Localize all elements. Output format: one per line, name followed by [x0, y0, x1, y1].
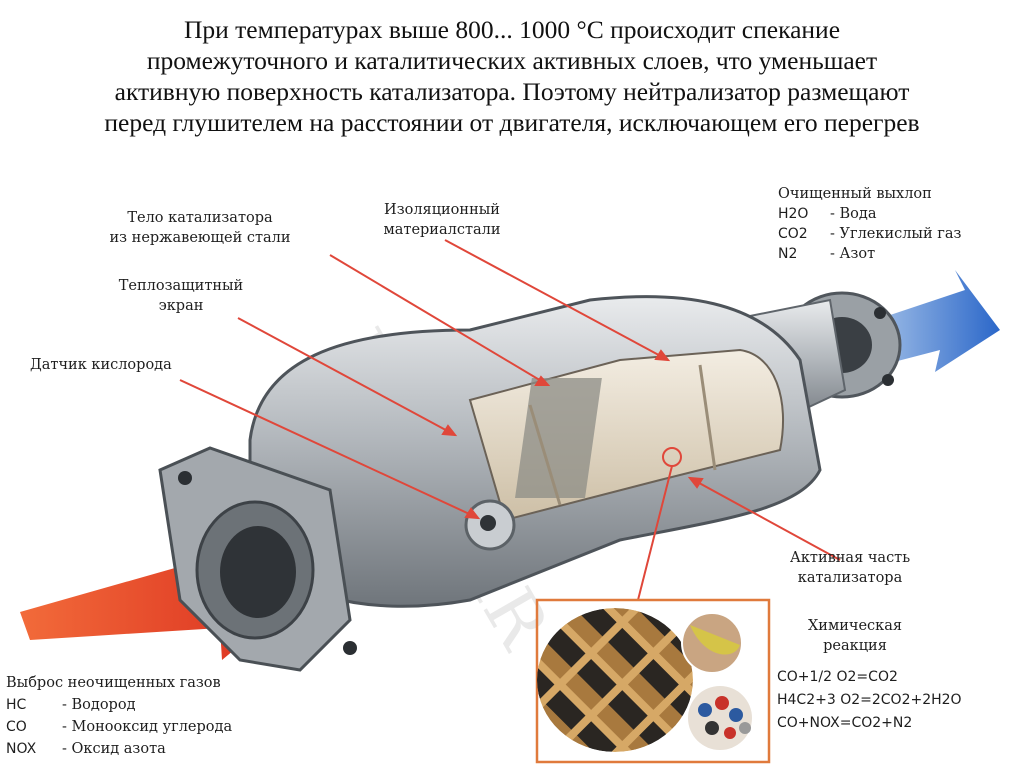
label-active-part: Активная часть катализатора [789, 550, 911, 586]
raw-emission-row: HC- Водород [6, 697, 136, 713]
heading-line-2: промежуточного и каталитических активных… [146, 46, 878, 75]
label-catalyst-body: Тело катализатора из нержавеющей стали [109, 210, 291, 246]
clean-exhaust-legend: Очищенный выхлоп H2O- Вода CO2- Углекисл… [778, 184, 961, 264]
leader-active [689, 477, 841, 561]
label-chemical-reaction: Химическая реакция [807, 618, 903, 654]
clean-exhaust-row: H2O- Вода [778, 206, 877, 222]
heading-line-1: При температурах выше 800... 1000 °С про… [183, 15, 841, 44]
leader-body [329, 254, 549, 386]
clean-exhaust-row: N2- Азот [778, 246, 876, 262]
heading: При температурах выше 800... 1000 °С про… [0, 14, 1024, 138]
reaction-equation: CO+NOX=CO2+N2 [777, 715, 913, 731]
heading-line-3: активную поверхность катализатора. Поэто… [114, 77, 910, 106]
leader-shield [237, 317, 456, 436]
reaction-equation: H4C2+3 O2=2CO2+2H2O [777, 692, 962, 708]
label-insulation: Изоляционный материалстали [383, 202, 501, 238]
raw-emission-title: Выброс неочищенных газов [6, 675, 221, 691]
reaction-equation: CO+1/2 O2=CO2 [777, 669, 898, 685]
raw-emission-row: NOX- Оксид азота [6, 741, 166, 757]
clean-exhaust-row: CO2- Углекислый газ [778, 226, 962, 242]
clean-exhaust-title: Очищенный выхлоп [778, 186, 932, 202]
label-oxygen-sensor: Датчик кислорода [30, 357, 172, 373]
raw-emission-legend: Выброс неочищенных газов HC- Водород CO-… [6, 672, 232, 760]
label-heat-shield: Теплозащитный экран [118, 278, 244, 314]
raw-emission-row: CO- Монооксид углерода [6, 719, 233, 735]
heading-line-4: перед глушителем на расстоянии от двигат… [104, 108, 920, 137]
leader-insulation [444, 239, 669, 361]
reaction-equations: CO+1/2 O2=CO2 H4C2+3 O2=2CO2+2H2O CO+NOX… [777, 666, 962, 735]
reaction-inset [535, 598, 771, 764]
leader-sensor [179, 379, 479, 519]
